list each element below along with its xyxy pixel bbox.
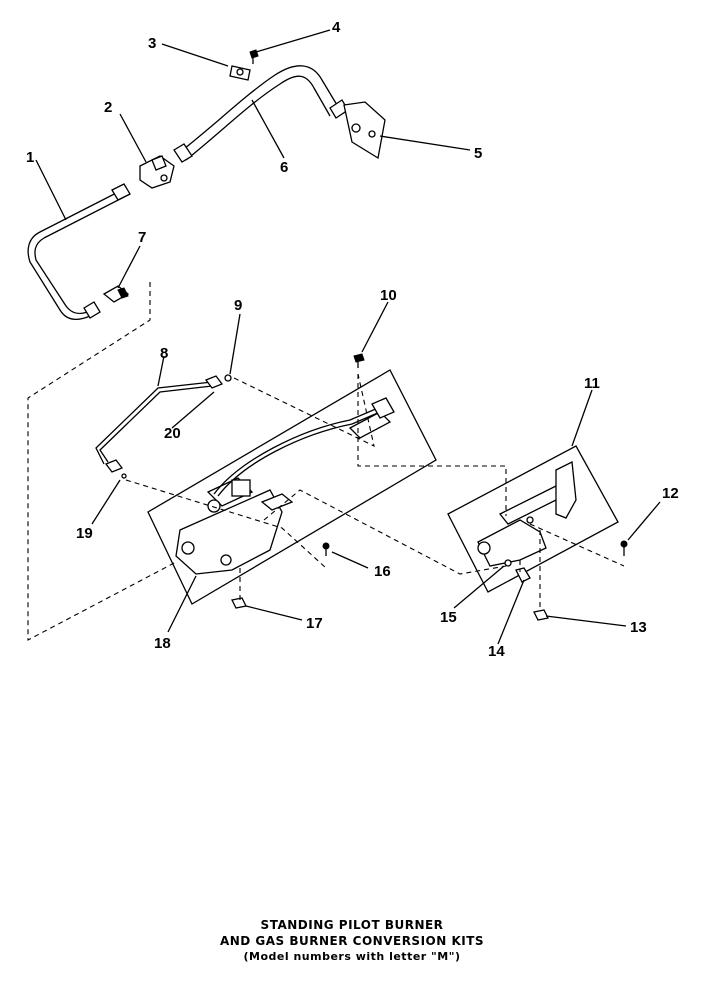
tube-clip <box>229 65 251 81</box>
callout-14: 14 <box>488 643 505 660</box>
callout-19: 19 <box>76 525 93 542</box>
nut-20 <box>204 375 224 389</box>
callout-17: 17 <box>306 615 323 632</box>
callout-11: 11 <box>584 375 600 392</box>
main-gas-tube <box>173 65 349 163</box>
nut-19 <box>104 459 127 479</box>
screw-10 <box>353 353 365 368</box>
callout-labels: 1 2 3 4 5 6 7 8 9 10 11 12 13 14 15 16 1… <box>26 19 679 660</box>
leader-lines <box>35 29 661 645</box>
callout-4: 4 <box>332 19 341 36</box>
caption-line-1: STANDING PILOT BURNER <box>260 918 444 932</box>
callout-2: 2 <box>104 99 112 116</box>
caption-line-2: AND GAS BURNER CONVERSION KITS <box>219 934 485 948</box>
assembly-dashed-lines <box>27 282 625 641</box>
screw-12 <box>620 540 628 556</box>
callout-15: 15 <box>440 609 457 626</box>
callout-16: 16 <box>374 563 391 580</box>
callout-5: 5 <box>474 145 482 162</box>
callout-6: 6 <box>280 159 288 176</box>
callout-3: 3 <box>148 35 156 52</box>
clip-17 <box>231 597 247 609</box>
callout-20: 20 <box>164 425 181 442</box>
caption-line-3: (Model numbers with letter "M") <box>243 950 461 963</box>
burner-assembly <box>447 445 619 593</box>
callout-18: 18 <box>154 635 171 652</box>
callout-9: 9 <box>234 297 242 314</box>
washer-15 <box>504 559 512 567</box>
callout-1: 1 <box>26 149 34 166</box>
pilot-tube <box>27 183 131 321</box>
screw-16 <box>322 542 330 556</box>
small-tube <box>95 381 213 465</box>
mounting-plate <box>343 101 386 160</box>
washer-9 <box>224 374 232 382</box>
callout-8: 8 <box>160 345 168 362</box>
callout-10: 10 <box>380 287 397 304</box>
callout-7: 7 <box>138 229 146 246</box>
tube-fitting <box>102 285 130 303</box>
gas-valve-assembly <box>147 369 437 605</box>
valve-fitting <box>139 155 175 189</box>
callout-13: 13 <box>630 619 647 636</box>
clip-13 <box>533 609 549 621</box>
clip-screw <box>249 49 259 64</box>
callout-12: 12 <box>662 485 679 502</box>
